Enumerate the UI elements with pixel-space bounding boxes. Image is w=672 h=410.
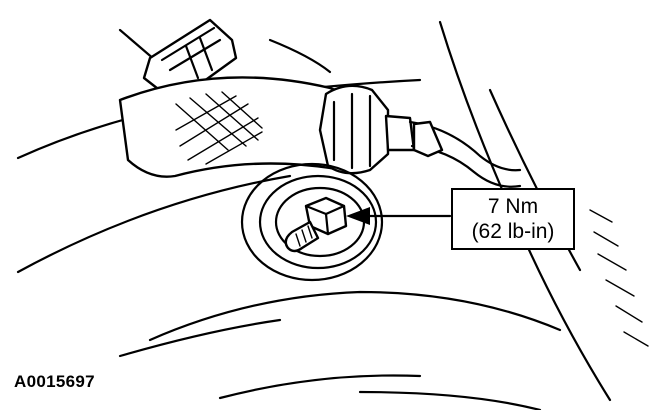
sensor-wire xyxy=(408,120,522,188)
hose-crosshatch xyxy=(175,91,263,165)
torque-value-metric: 7 Nm xyxy=(487,195,539,218)
bolt xyxy=(284,196,348,253)
callout-leader-arrow xyxy=(346,207,452,225)
hose-clamp xyxy=(142,18,238,94)
figure-id-label: A0015697 xyxy=(14,372,95,391)
mounting-boss xyxy=(240,162,384,282)
torque-callout-box: 7 Nm (62 lb-in) xyxy=(451,188,575,250)
panel-edge-hatch xyxy=(589,209,649,347)
sensor-connector xyxy=(318,84,416,175)
torque-value-imperial: (62 lb-in) xyxy=(471,220,555,243)
